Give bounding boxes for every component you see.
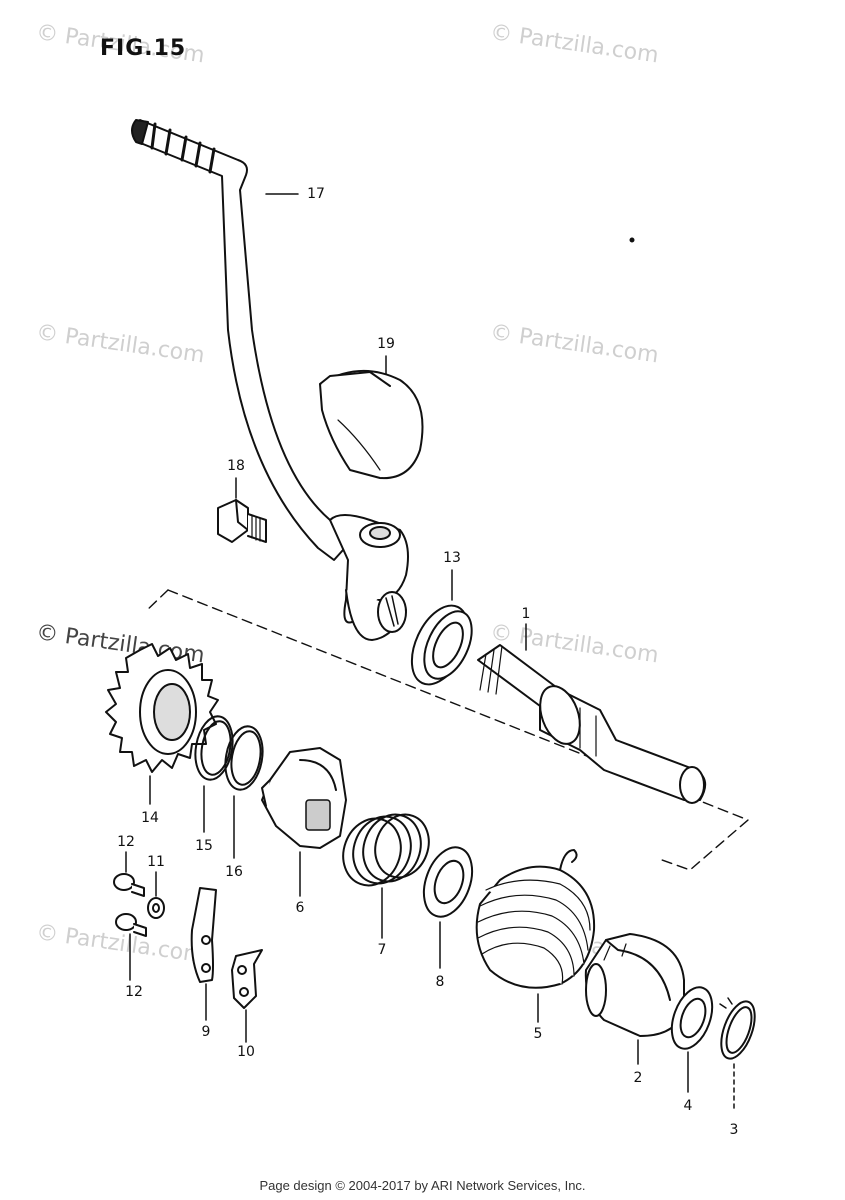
screw <box>115 913 147 937</box>
callout-4: 4 <box>683 1098 693 1114</box>
callout-13: 13 <box>443 550 461 566</box>
kick-lever <box>131 119 409 641</box>
callout-14: 14 <box>141 810 159 826</box>
kick-gear <box>105 643 219 773</box>
assembly-outline <box>167 589 749 871</box>
lock-washer <box>147 897 165 919</box>
washer-ring <box>224 725 264 791</box>
circlip <box>194 715 234 781</box>
callout-2: 2 <box>633 1070 643 1086</box>
callout-12: 12 <box>117 834 135 850</box>
oil-seal <box>410 604 473 686</box>
callout-1: 1 <box>521 606 531 622</box>
spring-guide <box>584 933 685 1037</box>
stopper <box>231 949 263 1009</box>
callout-9: 9 <box>201 1024 211 1040</box>
callout-10: 10 <box>237 1044 255 1060</box>
callout-7: 7 <box>377 942 387 958</box>
kick-guide <box>261 747 347 849</box>
callout-11: 11 <box>147 854 165 870</box>
thrust-washer <box>422 846 474 918</box>
lever-cover <box>319 370 424 480</box>
bolt <box>217 499 267 543</box>
callout-5: 5 <box>533 1026 543 1042</box>
callout-17: 17 <box>307 186 325 202</box>
figure-title: FIG.15 <box>100 36 187 61</box>
return-spring <box>475 849 596 989</box>
callout-6: 6 <box>295 900 305 916</box>
circlip-small <box>719 997 756 1060</box>
washer <box>670 986 714 1050</box>
screw <box>113 873 145 897</box>
stopper-plate <box>190 887 217 983</box>
callout-19: 19 <box>377 336 395 352</box>
callout-15: 15 <box>195 838 213 854</box>
kick-spring <box>342 813 430 887</box>
speck <box>629 237 635 243</box>
callout-16: 16 <box>225 864 243 880</box>
assembly-outline <box>144 589 169 613</box>
callout-18: 18 <box>227 458 245 474</box>
callout-3: 3 <box>729 1122 739 1138</box>
page-footer: Page design © 2004-2017 by ARI Network S… <box>259 1178 586 1193</box>
kick-shaft <box>477 644 707 804</box>
callout-12: 12 <box>125 984 143 1000</box>
callout-8: 8 <box>435 974 445 990</box>
